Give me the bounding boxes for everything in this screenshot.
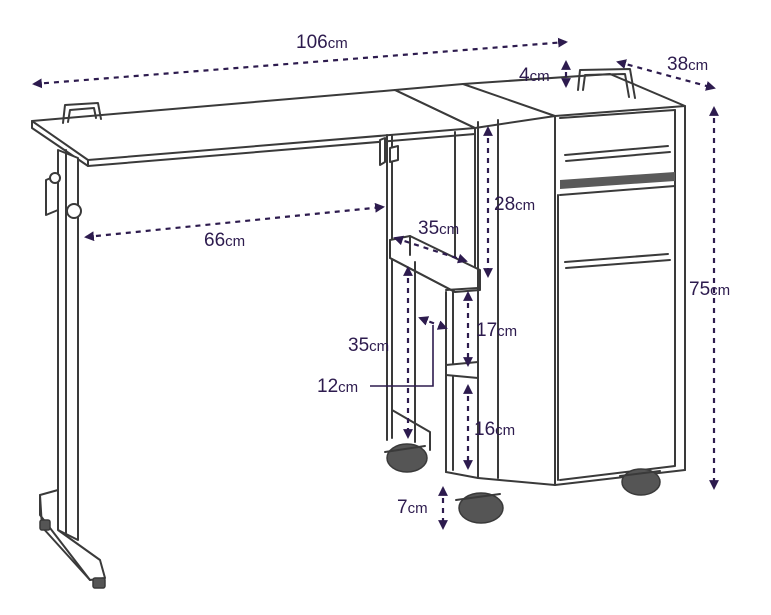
casters xyxy=(384,443,661,524)
label-height: 75cm xyxy=(689,279,730,300)
dimension-labels: 106cm 4cm 38cm 75cm 28cm 66cm 35cm 35cm … xyxy=(204,32,730,518)
label-top-thickness: 4cm xyxy=(519,65,550,86)
table-drawing xyxy=(31,68,686,589)
label-wheel-clearance: 7cm xyxy=(397,497,428,518)
cabinet xyxy=(554,105,686,486)
open-shelf-unit xyxy=(379,131,481,451)
drawer-band xyxy=(560,171,675,189)
label-lower-shelf: 16cm xyxy=(474,419,515,440)
label-table-span: 66cm xyxy=(204,230,245,251)
dim-depth xyxy=(616,59,716,91)
label-gap: 12cm xyxy=(317,376,358,397)
table-leg xyxy=(39,149,106,589)
label-upper-opening: 28cm xyxy=(494,194,535,215)
gap-leader xyxy=(370,325,434,387)
label-left-column: 35cm xyxy=(348,335,389,356)
left-handle xyxy=(62,102,102,124)
label-shelf-depth: 35cm xyxy=(418,218,459,239)
label-depth: 38cm xyxy=(667,54,708,75)
dim-total-width xyxy=(32,37,568,89)
label-middle-shelf: 17cm xyxy=(476,320,517,341)
dimension-lines xyxy=(32,37,719,530)
label-total-width: 106cm xyxy=(296,32,348,53)
dim-gap xyxy=(418,316,448,330)
dim-shelf-depth xyxy=(393,235,468,264)
